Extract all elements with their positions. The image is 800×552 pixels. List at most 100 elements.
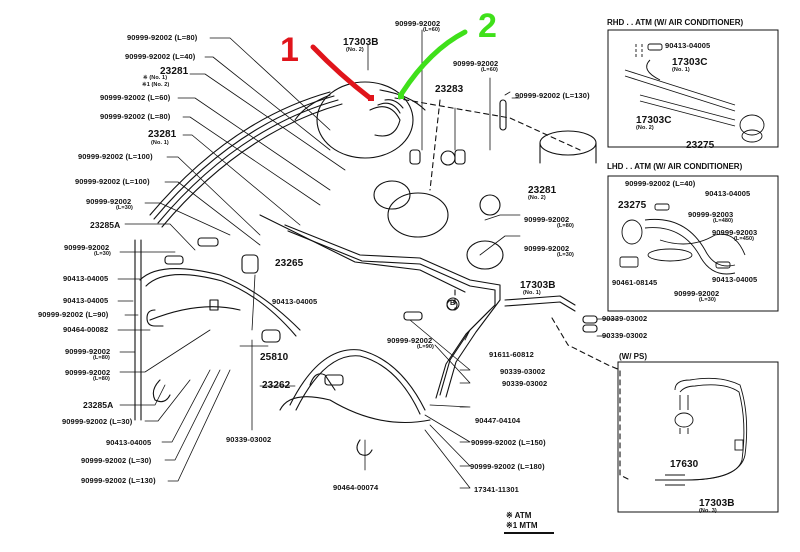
callout-c11-sub: (No. 2) [528, 195, 546, 201]
inset-ps-label-b: 17303B(No. 3) [699, 499, 735, 515]
callout-l19: 90999-92002 (L=30) [62, 417, 133, 426]
inset-ps-frame [617, 361, 779, 513]
legend-atm: ※ ATM [506, 511, 532, 520]
callout-l15: 90464-00082 [63, 325, 109, 334]
callout-l17-sub: (L=80) [93, 375, 110, 382]
inset-lhd-label-b: 90413-04005 [705, 189, 751, 198]
inset-lhd-label-g: 90413-04005 [712, 275, 758, 284]
inset-lhd-label-c: 23275 [618, 200, 647, 211]
vacuum-pipe-bundle [149, 91, 576, 399]
marker-1-label: 1 [280, 31, 299, 69]
inset-rhd-label-c-sub: (No. 2) [636, 125, 654, 131]
marker-2-label: 2 [478, 7, 497, 45]
inset-lhd-label-a: 90999-92002 (L=40) [625, 179, 696, 188]
callout-c03-sub: (L=60) [481, 66, 498, 73]
marker-2-pointer [399, 29, 468, 96]
inset-ps-label-b-sub: (No. 3) [699, 508, 717, 514]
callout-c26: B [450, 300, 456, 307]
callout-c12-sub: (L=80) [557, 222, 574, 229]
callout-l08: 90999-92002 (L=100) [75, 177, 150, 186]
callout-c13-sub: (L=30) [557, 251, 574, 258]
marker-1-pointer [310, 44, 373, 101]
inset-rhd-label-b: 17303C(No. 1) [672, 58, 708, 74]
inset-rhd-frame [607, 29, 779, 148]
callout-c14-sub: (No. 1) [523, 290, 541, 296]
callout-c22: 90999-92002 (L=150) [471, 438, 546, 447]
callout-b-circle [446, 297, 460, 311]
callout-c01: 17303B(No. 2) [343, 38, 379, 54]
inset-lhd-label-f: 90461-08145 [612, 278, 658, 287]
callout-c06: 23265 [275, 258, 304, 269]
callout-l09: 90999-92002(L=30) [86, 198, 133, 211]
callout-c15: 90339-03002 [602, 314, 648, 323]
callout-l11-part: 90999-92002 [64, 243, 110, 252]
inset-rhd-art [624, 43, 765, 143]
callout-c16: 90339-03002 [602, 331, 648, 340]
callout-c18-part: 90999-92002 [387, 336, 433, 345]
callout-l17: 90999-92002(L=80) [65, 369, 110, 382]
marker-2-tip [398, 93, 404, 99]
callout-c03: 90999-92002(L=60) [453, 60, 498, 73]
callout-c14-part: 17303B [520, 280, 556, 291]
callout-l17-part: 90999-92002 [65, 368, 111, 377]
inset-lhd-label-h-sub: (L=30) [699, 296, 716, 303]
dashed-connections [394, 97, 631, 481]
inset-rhd-label-c-part: 17303C [636, 115, 672, 126]
callout-l09-sub: (L=30) [116, 204, 133, 211]
callout-l20: 90413-04005 [106, 438, 152, 447]
callout-c20: 90339-03002 [502, 379, 548, 388]
callout-l21: 90999-92002 (L=30) [81, 456, 152, 465]
inset-lhd-label-h: 90999-92002(L=30) [674, 290, 719, 303]
inset-rhd-label-b-part: 17303C [672, 57, 708, 68]
hose-connectors [164, 99, 598, 386]
callout-l16: 90999-92002(L=80) [65, 348, 110, 361]
inset-lhd-label-d-sub: (L=480) [713, 217, 734, 224]
inset-lhd-label-d: 90999-92003(L=480) [688, 211, 733, 224]
callout-c02-sub: (L=60) [423, 26, 440, 33]
inset-ps-label-b-part: 17303B [699, 498, 735, 509]
fuel-tank [539, 130, 597, 164]
callout-c14: 17303B(No. 1) [520, 281, 556, 297]
charcoal-canister [294, 81, 426, 159]
callout-l03-sub1: ※ (No. 1) [143, 75, 168, 81]
callout-c11: 23281(No. 2) [528, 186, 556, 202]
inset-ps-title: (W/ PS) [619, 352, 647, 361]
callout-l07: 90999-92002 (L=100) [78, 152, 153, 161]
callout-c13-part: 90999-92002 [524, 244, 570, 253]
inset-rhd-title: RHD . . ATM (W/ AIR CONDITIONER) [607, 18, 744, 27]
inset-lhd-label-e-sub: (L=450) [734, 235, 755, 242]
callout-l16-part: 90999-92002 [65, 347, 111, 356]
callout-c21: 90447-04104 [475, 416, 521, 425]
lower-hose-set [279, 349, 431, 456]
inset-lhd-frame [607, 175, 779, 312]
callout-l01: 90999-92002 (L=80) [127, 33, 198, 42]
inset-lhd-label-h-part: 90999-92002 [674, 289, 720, 298]
callout-c02: 90999-92002(L=60) [395, 20, 440, 33]
callout-c08: 25810 [260, 352, 289, 363]
callout-c01-part: 17303B [343, 37, 379, 48]
callout-c18: 90999-92002(L=90) [387, 337, 434, 350]
callout-l14: 90999-92002 (L=90) [38, 310, 109, 319]
marker-1-tip [368, 95, 374, 101]
callout-c04: 23283 [435, 84, 464, 95]
callout-c05: 90999-92002 (L=130) [515, 91, 590, 100]
callout-l22: 90999-92002 (L=130) [81, 476, 156, 485]
inset-lhd-label-d-part: 90999-92003 [688, 210, 734, 219]
callout-c18-sub: (L=90) [417, 343, 434, 350]
callout-l11: 90999-92002(L=30) [64, 244, 111, 257]
callout-l02: 90999-92002 (L=40) [125, 52, 196, 61]
callout-l13: 90413-04005 [63, 296, 109, 305]
callout-c17: 91611-60812 [489, 350, 534, 359]
legend-mtm: ※1 MTM [506, 521, 538, 530]
inset-lhd-label-e-part: 90999-92003 [712, 228, 758, 237]
callout-c24: 17341-11301 [474, 485, 519, 494]
callout-l09-part: 90999-92002 [86, 197, 132, 206]
callout-l04: 90999-92002 (L=60) [100, 93, 171, 102]
inset-lhd-title: LHD . . ATM (W/ AIR CONDITIONER) [607, 162, 743, 171]
callout-l11-sub: (L=30) [94, 250, 111, 257]
callout-l18: 23285A [83, 400, 114, 410]
inset-ps-art [655, 377, 748, 486]
callout-l12: 90413-04005 [63, 274, 109, 283]
callout-c25: 90464-00074 [333, 483, 379, 492]
